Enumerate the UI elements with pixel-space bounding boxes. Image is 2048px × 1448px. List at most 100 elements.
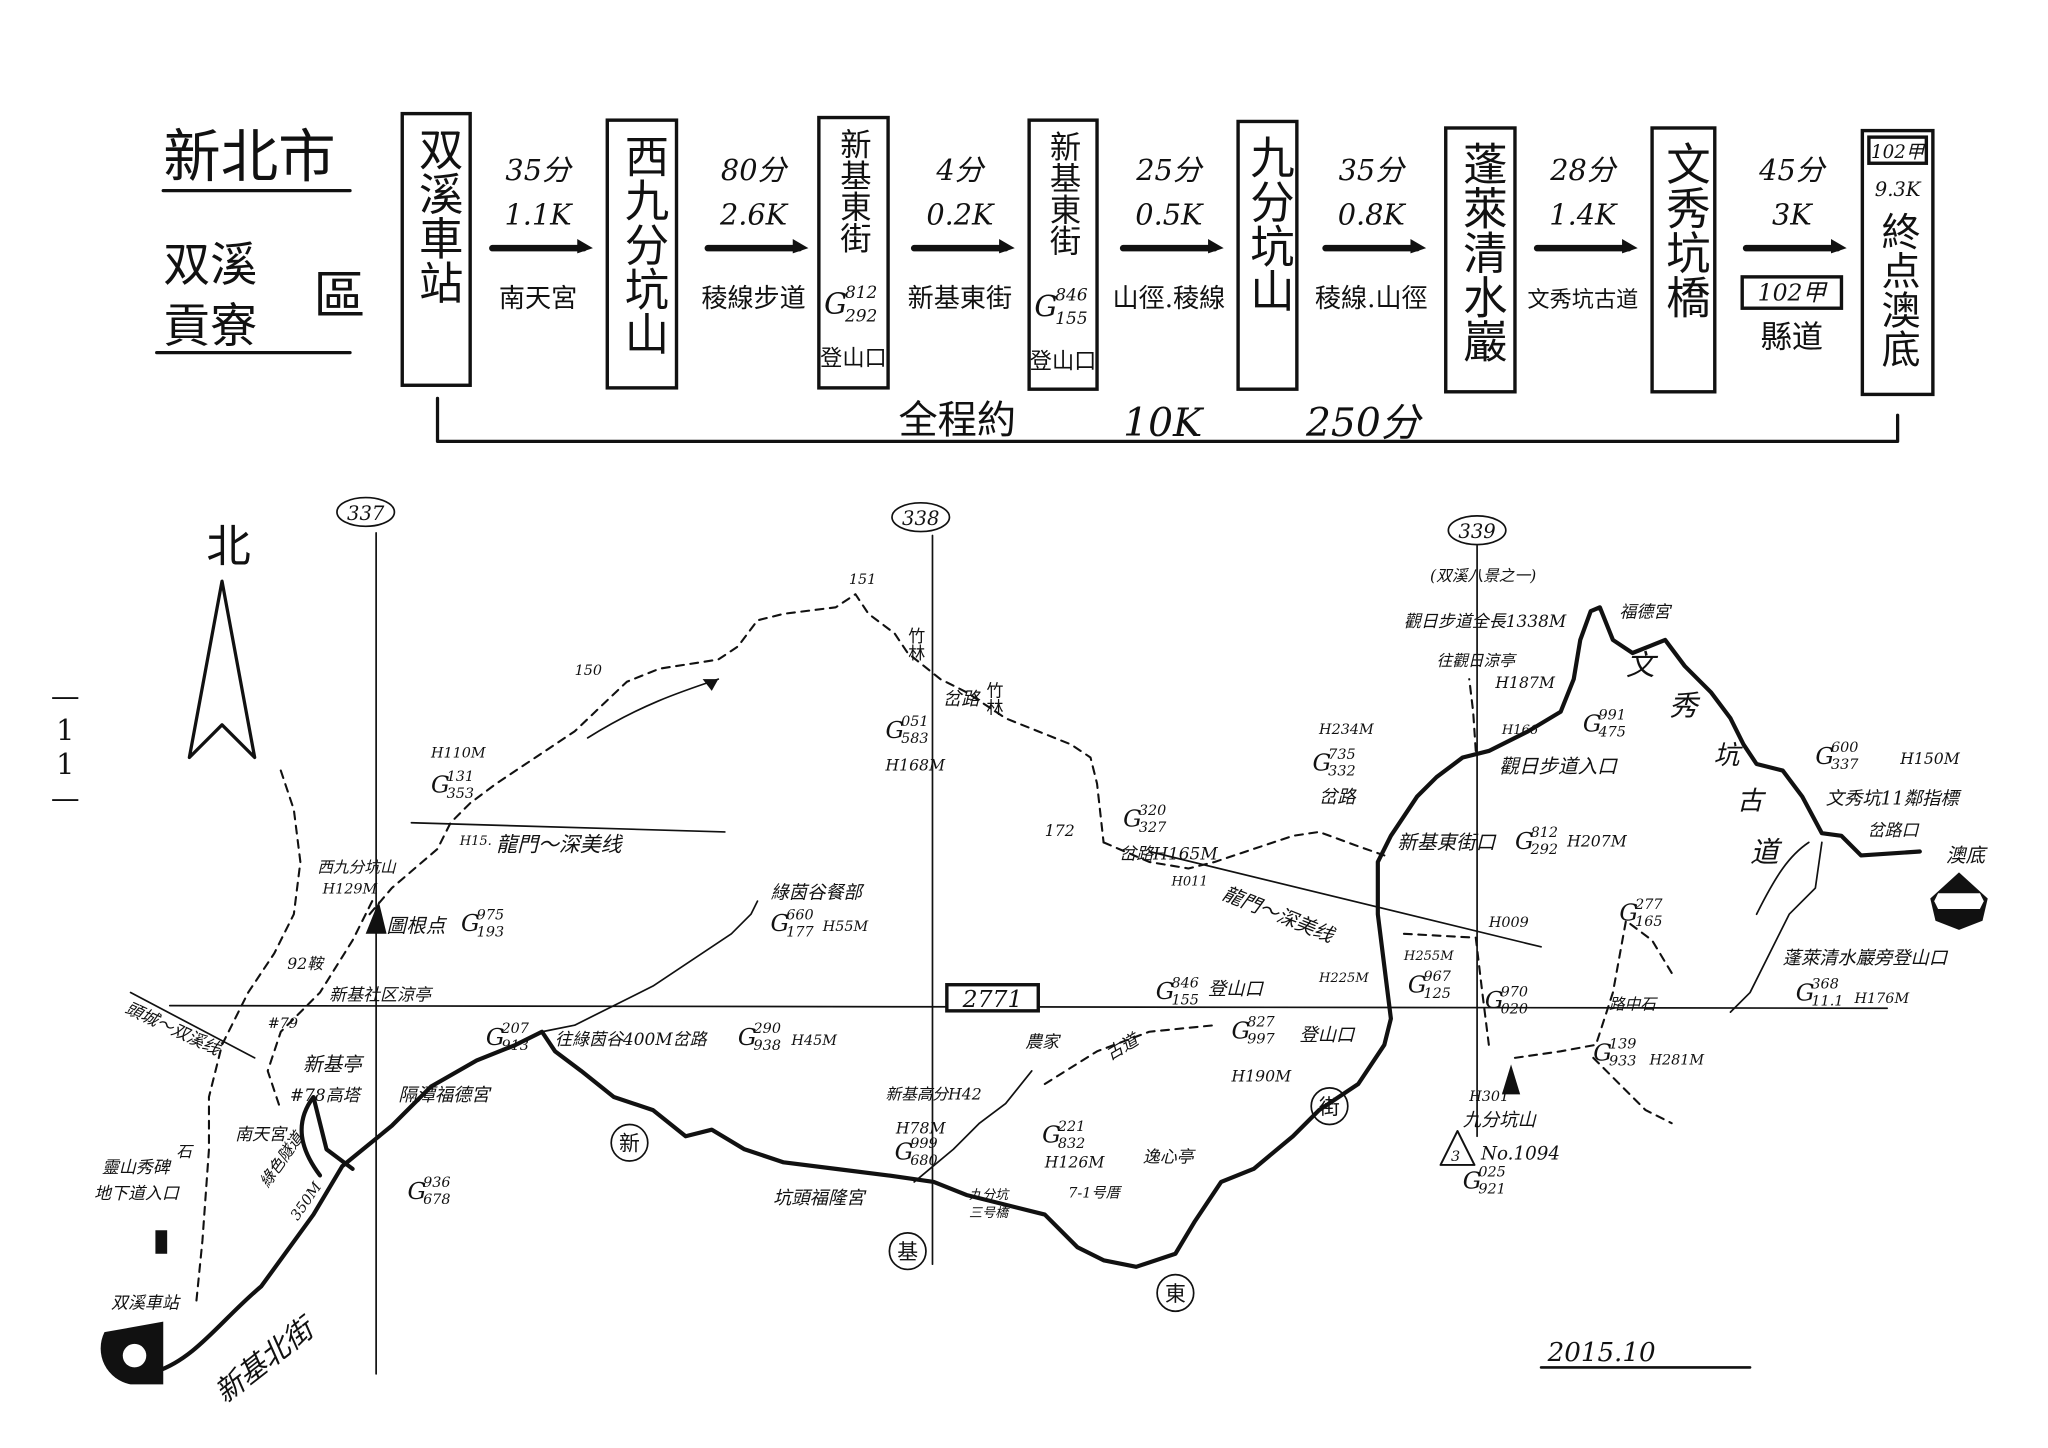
jiufen-peak-dashed — [1402, 678, 1673, 1125]
map-label: H234M — [1318, 722, 1374, 738]
segment-via: 新基東街 — [908, 284, 1012, 314]
map-label: H45M — [790, 1033, 837, 1049]
grid-col-337-tag: 337 — [336, 496, 396, 528]
grid-col-339-tag: 339 — [1447, 515, 1507, 546]
segment-via: 山徑.稜線 — [1112, 284, 1225, 314]
grid-prefix: G — [771, 909, 790, 937]
map-label: 新基社区涼亭 — [329, 985, 434, 1005]
xinji-pavilion-dashed — [266, 900, 374, 1112]
grid-ref-top: 600 — [1831, 740, 1858, 756]
longmen-shenmei-line-east — [1148, 850, 1542, 948]
grid-prefix: G — [1515, 827, 1534, 855]
station-box-frame — [605, 118, 679, 390]
aodi-terminus-icon — [1930, 872, 1988, 930]
grid-ref-bottom: 020 — [1501, 1001, 1528, 1017]
map-label: 古 — [1737, 787, 1767, 817]
station-grid-top: 846 — [1055, 285, 1088, 305]
total-time: 250分 — [1305, 401, 1424, 446]
direction-arrow-head — [702, 679, 719, 691]
map-label: 農家 — [1025, 1032, 1061, 1052]
grid-prefix: G — [1815, 742, 1834, 770]
penglai-side-trail — [1729, 841, 1823, 1013]
segment-distance: 3K — [1772, 198, 1813, 232]
grid-prefix: G — [738, 1023, 757, 1051]
grid-ref-bottom: 921 — [1478, 1182, 1505, 1198]
map-label: 岔路H165M — [1119, 844, 1218, 864]
grid-ref-bottom: 11.1 — [1811, 994, 1843, 1010]
grid-ref-top: 936 — [423, 1175, 450, 1191]
grid-ref-bottom: 125 — [1424, 986, 1451, 1002]
grid-ref-top: 290 — [753, 1021, 781, 1037]
segment-via: 縣道 — [1760, 319, 1823, 355]
map-label: H168M — [884, 756, 946, 775]
grid-ref-bottom: 332 — [1328, 764, 1355, 780]
grid-prefix: G — [1796, 978, 1815, 1006]
map-label: 靈山秀碑 — [102, 1158, 172, 1178]
map-label: 92鞍 — [287, 954, 325, 973]
map-label: 石 — [176, 1142, 194, 1161]
map-label: H166 — [1501, 723, 1538, 738]
map-label: H110M — [430, 745, 486, 761]
station-box: 西九分坑山 — [605, 118, 679, 390]
lvyin-valley-road — [541, 900, 759, 1033]
header-title-block: 新北市 双溪 貢寮 區 — [155, 123, 366, 355]
grid-ref-bottom: 680 — [910, 1153, 937, 1169]
longmen-shenmei-line-west — [410, 821, 726, 833]
map-label: 蓬萊清水巖旁登山口 — [1783, 948, 1949, 969]
segment-via: 文秀坑古道 — [1527, 287, 1638, 313]
grid-ref-top: 970 — [1501, 984, 1528, 1000]
grid-col-label: 339 — [1458, 520, 1495, 543]
terminus-distance: 9.3K — [1875, 178, 1922, 201]
segment-time: 4分 — [935, 153, 985, 187]
map-label: 登山口 — [1208, 979, 1265, 1000]
map-label: 151 — [849, 572, 876, 588]
grid-ref-top: 025 — [1478, 1165, 1505, 1181]
circled-street-char: 基 — [888, 1232, 927, 1271]
segment-distance: 0.5K — [1135, 198, 1204, 232]
segment-via: 稜線步道 — [701, 284, 805, 314]
grid-prefix: G — [407, 1177, 426, 1205]
station-box-frame — [1444, 126, 1517, 394]
map-label: H011 — [1170, 874, 1207, 889]
city-title: 新北市 — [163, 123, 335, 190]
ridge-trail-east-dashed — [1102, 830, 1386, 870]
via-route-tag-frame — [1740, 275, 1844, 310]
route-tag: 102甲 — [1871, 142, 1926, 163]
segment-arrow-icon — [999, 238, 1015, 254]
map-label: 岔路 — [943, 689, 981, 710]
map-label: 西九分坑山 — [317, 857, 397, 876]
map-label: 双溪車站 — [111, 1294, 181, 1314]
circled-label: 新 — [619, 1132, 640, 1156]
grid-ref-top: 320 — [1139, 803, 1166, 819]
map-label: 2015.10 — [1547, 1338, 1656, 1368]
grid-ref-bottom: 913 — [502, 1038, 529, 1054]
grid-ref-top: 221 — [1057, 1119, 1085, 1135]
grid-ref-bottom: 177 — [786, 924, 814, 940]
grid-ref-top: 131 — [447, 769, 474, 785]
grid-ref-bottom: 292 — [1530, 842, 1558, 858]
grid-ref-bottom: 337 — [1831, 757, 1859, 773]
grid-prefix: G — [1156, 977, 1175, 1005]
map-label: 3 — [1451, 1149, 1460, 1165]
station-name: 新基東街 — [835, 128, 871, 254]
grid-ref-bottom: 353 — [447, 786, 474, 802]
grid-col-338-tag: 338 — [891, 501, 951, 533]
north-arrow-icon — [187, 579, 257, 760]
station-box: 文秀坑橋 — [1650, 126, 1717, 394]
grid-prefix: G — [1463, 1166, 1482, 1194]
circle-mark — [1310, 1087, 1349, 1126]
map-label: 隔潭福德宮 — [398, 1085, 492, 1106]
grid-ref-bottom: 475 — [1598, 725, 1626, 741]
grid-ref-top: 975 — [477, 907, 504, 923]
